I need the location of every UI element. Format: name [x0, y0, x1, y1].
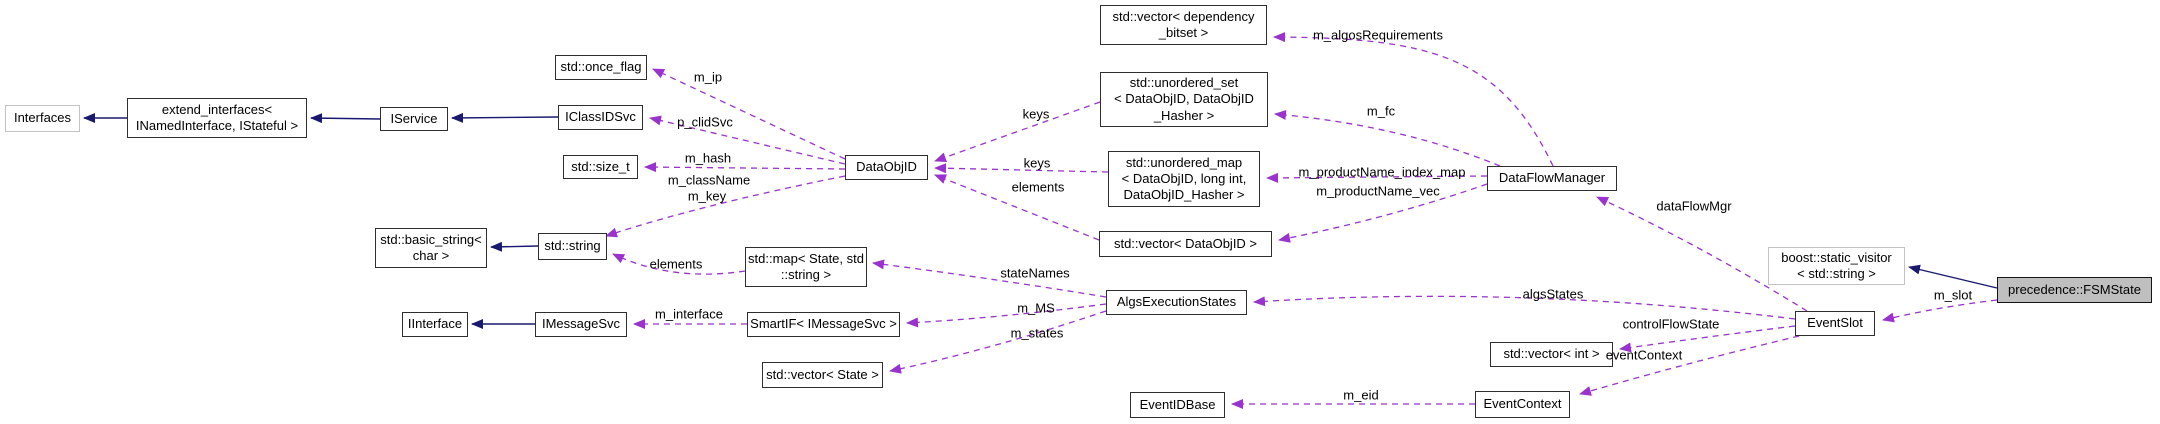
edge-label-m-states: m_states	[1010, 325, 1064, 341]
edge-inherit-iclassidsvc	[451, 112, 559, 123]
node-iclassidsvc[interactable]: IClassIDSvc	[558, 105, 643, 130]
edge-label-elements-string: elements	[649, 256, 703, 272]
edge-label-m-hash: m_hash	[684, 150, 732, 166]
edge-label-eventcontext: eventContext	[1605, 347, 1683, 363]
edge-label-keys-map: keys	[1023, 155, 1051, 171]
edge-controlflowstate	[1619, 325, 1796, 353]
node-extend-interfaces[interactable]: extend_interfaces< INamedInterface, ISta…	[127, 98, 307, 138]
edge-m-ms	[906, 303, 1107, 328]
edge-label-m-eid: m_eid	[1343, 387, 1379, 403]
edge-m-ip	[652, 68, 846, 160]
edge-inherit-iservice	[310, 113, 381, 124]
node-std-unordered-set[interactable]: std::unordered_set < DataObjID, DataObjI…	[1100, 72, 1268, 127]
edge-label-m-slot: m_slot	[1933, 287, 1973, 303]
edge-label-m-algosrequirements: m_algosRequirements	[1312, 27, 1444, 43]
edge-m-productname-vec	[1278, 183, 1488, 243]
edge-p-clidsvc	[649, 115, 846, 165]
edge-dataflowmgr	[1596, 196, 1808, 312]
node-std-vector-dataobjid[interactable]: std::vector< DataObjID >	[1099, 231, 1272, 257]
edge-keys-map	[934, 163, 1109, 174]
node-std-basic-string[interactable]: std::basic_string< char >	[375, 228, 487, 268]
node-dataflowmanager[interactable]: DataFlowManager	[1487, 166, 1617, 191]
node-std-unordered-map[interactable]: std::unordered_map < DataObjID, long int…	[1108, 151, 1260, 207]
node-eventslot[interactable]: EventSlot	[1795, 311, 1875, 336]
edge-label-algsstates: algsStates	[1522, 286, 1584, 302]
edge-m-hash	[644, 162, 846, 173]
edge-m-productname-index-map	[1266, 172, 1488, 183]
node-algsexecutionstates[interactable]: AlgsExecutionStates	[1106, 290, 1247, 315]
node-std-string[interactable]: std::string	[538, 233, 607, 260]
node-std-once-flag[interactable]: std::once_flag	[555, 55, 647, 80]
node-std-vector-dependency-bitset[interactable]: std::vector< dependency _bitset >	[1100, 5, 1267, 45]
edge-label-m-fc: m_fc	[1366, 103, 1396, 119]
edge-inherit-fsmstate	[1908, 264, 1998, 289]
edge-keys-set	[934, 101, 1101, 163]
edge-label-m-interface: m_interface	[655, 306, 723, 322]
edge-label-statenames: stateNames	[1000, 265, 1070, 281]
node-eventidbase[interactable]: EventIDBase	[1130, 392, 1225, 418]
edge-m-classname-m-key	[605, 175, 846, 238]
edge-label-m-ms: m_MS	[1017, 300, 1055, 316]
node-std-vector-state[interactable]: std::vector< State >	[762, 362, 883, 388]
edge-m-slot	[1882, 299, 1998, 323]
node-std-map-state-string[interactable]: std::map< State, std ::string >	[745, 247, 867, 287]
edge-m-fc	[1274, 109, 1501, 167]
edge-label-m-productname-vec: m_productName_vec	[1316, 183, 1440, 199]
node-std-size-t[interactable]: std::size_t	[563, 155, 638, 179]
edge-label-m-ip: m_ip	[693, 69, 723, 85]
edge-m-states	[889, 310, 1107, 374]
edge-label-elements-vector: elements	[1011, 179, 1065, 195]
edge-label-p-clidsvc: p_clidSvc	[677, 114, 733, 130]
edge-m-algosrequirements	[1273, 32, 1554, 167]
node-std-vector-int[interactable]: std::vector< int >	[1490, 342, 1613, 367]
node-boost-static-visitor: boost::static_visitor < std::string >	[1768, 247, 1905, 285]
edge-elements-string	[612, 253, 746, 275]
node-precedence-fsmstate: precedence::FSMState	[1997, 277, 2152, 303]
node-smartif-imessagesvc[interactable]: SmartIF< IMessageSvc >	[747, 312, 900, 337]
node-interfaces: Interfaces	[5, 105, 80, 132]
edge-label-m-key: m_key	[687, 188, 727, 204]
node-imessagesvc[interactable]: IMessageSvc	[535, 312, 627, 337]
edge-label-keys-set: keys	[1022, 106, 1050, 122]
edge-eventcontext	[1579, 335, 1800, 396]
node-iservice[interactable]: IService	[380, 107, 448, 131]
edge-label-m-productname-index-map: m_productName_index_map	[1298, 164, 1466, 180]
edge-statenames	[872, 259, 1107, 298]
edge-label-m-classname: m_className	[667, 172, 751, 188]
edge-elements-vector	[934, 174, 1100, 241]
node-iinterface[interactable]: IInterface	[402, 312, 468, 337]
edge-inherit-string	[490, 241, 539, 252]
edge-label-controlflowstate: controlFlowState	[1622, 316, 1720, 332]
node-eventcontext[interactable]: EventContext	[1475, 391, 1570, 418]
node-dataobjid[interactable]: DataObjID	[845, 155, 928, 180]
edge-algsstates	[1253, 295, 1796, 320]
edge-label-dataflowmgr: dataFlowMgr	[1656, 198, 1732, 214]
